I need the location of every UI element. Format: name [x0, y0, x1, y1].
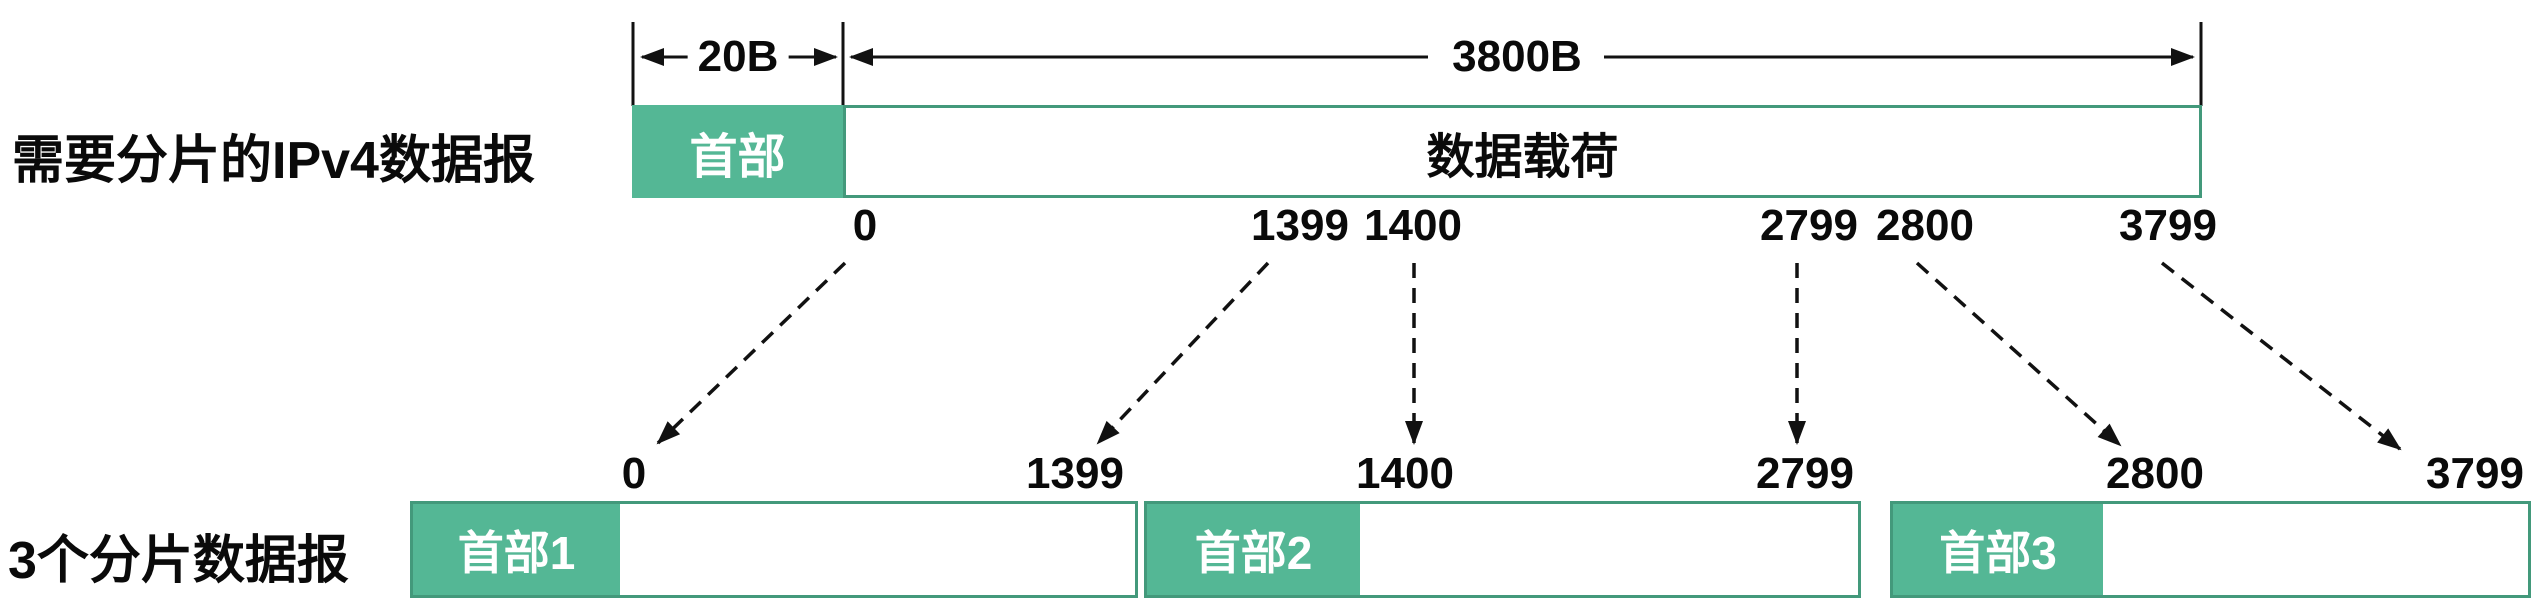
original-datagram-header: 首部 — [632, 105, 843, 198]
top-offset-1400: 1400 — [1364, 201, 1462, 250]
dashed-arrow-offset-2800 — [1915, 261, 2122, 447]
fragment-3-header: 首部3 — [1893, 504, 2103, 595]
fragment-1-payload — [620, 504, 1135, 595]
original-datagram-label: 需要分片的IPv4数据报 — [12, 132, 535, 190]
top-offset-3799: 3799 — [2119, 201, 2217, 250]
dashed-arrow-offset-1399 — [1096, 261, 1270, 445]
frag3-end-offset: 3799 — [2426, 449, 2524, 498]
fragment-3: 首部3 — [1890, 501, 2531, 598]
fragment-2-payload — [1360, 504, 1858, 595]
top-offset-2800: 2800 — [1876, 201, 1974, 250]
fragment-3-payload — [2103, 504, 2528, 595]
frag2-end-offset: 2799 — [1756, 449, 1854, 498]
fragment-2: 首部2 — [1144, 501, 1861, 598]
frag2-start-offset: 1400 — [1356, 449, 1454, 498]
original-datagram-payload: 数据载荷 — [843, 105, 2202, 198]
top-offset-1399: 1399 — [1251, 201, 1349, 250]
fragment-1-header: 首部1 — [413, 504, 620, 595]
frag3-start-offset: 2800 — [2106, 449, 2204, 498]
dashed-arrow-offset-3799 — [2160, 261, 2402, 451]
top-offset-2799: 2799 — [1760, 201, 1858, 250]
header-size-label: 20B — [687, 31, 789, 83]
payload-size-label: 3800B — [1442, 31, 1592, 83]
frag1-end-offset: 1399 — [1026, 449, 1124, 498]
fragments-row-label: 3个分片数据报 — [8, 532, 349, 590]
fragment-2-header: 首部2 — [1147, 504, 1360, 595]
fragment-1: 首部1 — [410, 501, 1138, 598]
frag1-start-offset: 0 — [621, 449, 647, 498]
dashed-arrow-offset-0 — [656, 261, 847, 445]
top-offset-0: 0 — [852, 201, 878, 250]
